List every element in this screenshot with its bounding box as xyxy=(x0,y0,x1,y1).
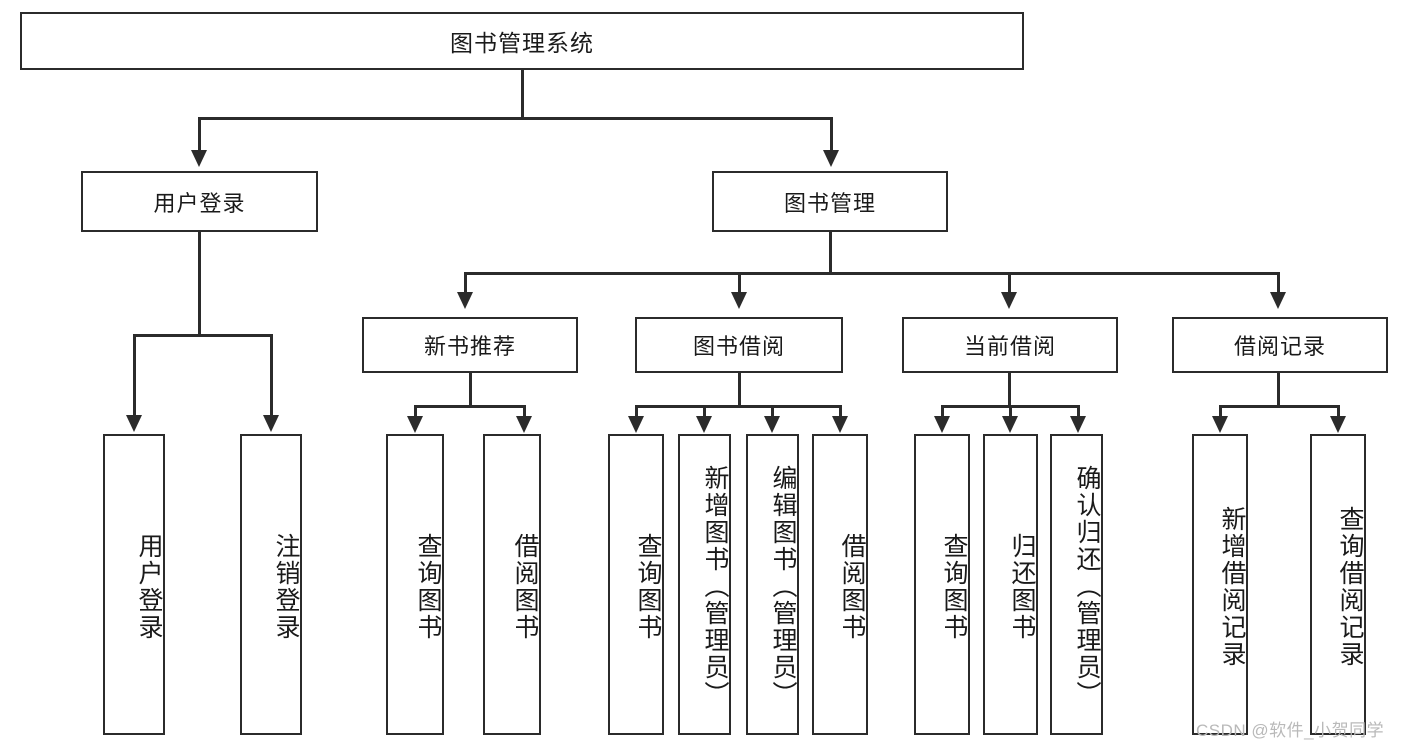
connector-new-book-bar xyxy=(414,405,525,408)
connector-nb-leaf-1 xyxy=(414,405,417,418)
connector-current-borrow-trunk xyxy=(1008,373,1011,407)
node-label: 借阅记录 xyxy=(1233,334,1326,359)
arrowhead-user-login-leaf-1 xyxy=(126,415,142,432)
connector-book-borrow-trunk xyxy=(738,373,741,407)
connector-bm-to-book-borrow xyxy=(738,272,741,294)
arrowhead-nb-leaf-1 xyxy=(407,416,423,433)
connector-borrow-record-bar xyxy=(1219,405,1339,408)
leaf-borrow-record-add-record[interactable]: 新增借阅记录 xyxy=(1192,434,1248,735)
connector-cb-leaf-1 xyxy=(941,405,944,418)
node-label: 归还图书 xyxy=(1008,532,1036,641)
node-label: 确认归还（管理员） xyxy=(1073,465,1101,708)
connector-root-bar xyxy=(198,117,832,120)
node-borrow-record[interactable]: 借阅记录 xyxy=(1172,317,1388,373)
leaf-user-login-logout[interactable]: 注销登录 xyxy=(240,434,302,735)
connector-bm-to-borrow-record xyxy=(1277,272,1280,294)
arrowhead-bm-to-new-book xyxy=(457,292,473,309)
leaf-user-login-login[interactable]: 用户登录 xyxy=(103,434,165,735)
connector-user-login-trunk xyxy=(198,232,201,336)
connector-user-login-bar xyxy=(133,334,272,337)
csdn-watermark: CSDN @软件_小贺同学 xyxy=(1196,721,1385,740)
arrowhead-cb-leaf-3 xyxy=(1070,416,1086,433)
arrowhead-cb-leaf-1 xyxy=(934,416,950,433)
arrowhead-bb-leaf-1 xyxy=(628,416,644,433)
arrowhead-root-to-user-login xyxy=(191,150,207,167)
node-label: 图书借阅 xyxy=(692,334,785,359)
node-label: 借阅图书 xyxy=(838,532,866,641)
arrowhead-bm-to-book-borrow xyxy=(731,292,747,309)
arrowhead-user-login-leaf-2 xyxy=(263,415,279,432)
node-book-management[interactable]: 图书管理 xyxy=(712,171,948,232)
arrowhead-cb-leaf-2 xyxy=(1002,416,1018,433)
leaf-book-borrow-query-book[interactable]: 查询图书 xyxy=(608,434,664,735)
connector-bm-to-new-book xyxy=(464,272,467,294)
node-user-login[interactable]: 用户登录 xyxy=(81,171,318,232)
node-current-borrow[interactable]: 当前借阅 xyxy=(902,317,1118,373)
connector-bb-leaf-1 xyxy=(635,405,638,418)
connector-bb-leaf-3 xyxy=(771,405,774,418)
connector-root-to-user-login xyxy=(198,117,201,151)
connector-borrow-record-trunk xyxy=(1277,373,1280,407)
arrowhead-root-to-book-management xyxy=(823,150,839,167)
arrowhead-bm-to-borrow-record xyxy=(1270,292,1286,309)
node-label: 查询图书 xyxy=(634,532,662,641)
arrowhead-nb-leaf-2 xyxy=(516,416,532,433)
connector-user-login-to-leaf-2 xyxy=(270,334,273,416)
node-label: 新书推荐 xyxy=(423,334,516,359)
leaf-current-borrow-query-book[interactable]: 查询图书 xyxy=(914,434,970,735)
leaf-current-borrow-return-book[interactable]: 归还图书 xyxy=(983,434,1038,735)
arrowhead-br-leaf-2 xyxy=(1330,416,1346,433)
connector-new-book-trunk xyxy=(469,373,472,407)
leaf-borrow-record-query-record[interactable]: 查询借阅记录 xyxy=(1310,434,1366,735)
arrowhead-bb-leaf-2 xyxy=(696,416,712,433)
node-label: 注销登录 xyxy=(272,532,300,641)
node-root-book-management-system[interactable]: 图书管理系统 xyxy=(20,12,1024,70)
leaf-book-borrow-edit-book-admin[interactable]: 编辑图书（管理员） xyxy=(746,434,799,735)
node-label: 图书管理 xyxy=(783,190,876,216)
connector-book-management-trunk xyxy=(829,232,832,274)
node-label: 用户登录 xyxy=(135,532,163,641)
leaf-book-borrow-add-book-admin[interactable]: 新增图书（管理员） xyxy=(678,434,731,735)
node-label: 查询图书 xyxy=(940,532,968,641)
connector-user-login-to-leaf-1 xyxy=(133,334,136,416)
node-label: 查询图书 xyxy=(414,532,442,641)
node-label: 用户登录 xyxy=(153,190,246,216)
node-label: 当前借阅 xyxy=(963,334,1056,359)
node-label: 新增借阅记录 xyxy=(1218,505,1246,668)
connector-br-leaf-1 xyxy=(1219,405,1222,418)
leaf-book-borrow-borrow-book[interactable]: 借阅图书 xyxy=(812,434,868,735)
connector-root-trunk xyxy=(521,70,524,118)
node-label: 编辑图书（管理员） xyxy=(769,465,797,708)
connector-book-borrow-bar xyxy=(635,405,841,408)
connector-br-leaf-2 xyxy=(1337,405,1340,418)
connector-root-to-book-management xyxy=(830,117,833,151)
connector-book-management-bar xyxy=(464,272,1278,275)
arrowhead-br-leaf-1 xyxy=(1212,416,1228,433)
leaf-new-book-borrow-book[interactable]: 借阅图书 xyxy=(483,434,541,735)
connector-cb-leaf-2 xyxy=(1009,405,1012,418)
connector-bb-leaf-4 xyxy=(839,405,842,418)
node-label: 查询借阅记录 xyxy=(1336,505,1364,668)
arrowhead-bb-leaf-3 xyxy=(764,416,780,433)
arrowhead-bb-leaf-4 xyxy=(832,416,848,433)
connector-bm-to-current-borrow xyxy=(1008,272,1011,294)
arrowhead-bm-to-current-borrow xyxy=(1001,292,1017,309)
node-new-book-recommend[interactable]: 新书推荐 xyxy=(362,317,578,373)
node-label: 图书管理系统 xyxy=(450,30,594,56)
connector-cb-leaf-3 xyxy=(1077,405,1080,418)
connector-bb-leaf-2 xyxy=(703,405,706,418)
connector-nb-leaf-2 xyxy=(523,405,526,418)
node-book-borrow[interactable]: 图书借阅 xyxy=(635,317,843,373)
leaf-new-book-query-book[interactable]: 查询图书 xyxy=(386,434,444,735)
node-label: 借阅图书 xyxy=(511,532,539,641)
node-label: 新增图书（管理员） xyxy=(701,465,729,708)
leaf-current-borrow-confirm-return-admin[interactable]: 确认归还（管理员） xyxy=(1050,434,1103,735)
